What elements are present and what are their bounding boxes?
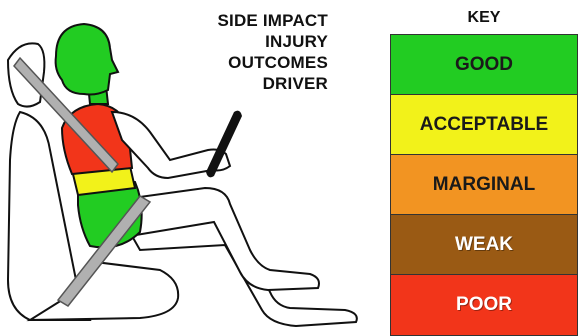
caption-line: SIDE IMPACT (150, 10, 328, 31)
key-swatch-weak: WEAK (391, 215, 577, 275)
key-swatch-marginal: MARGINAL (391, 155, 577, 215)
key-swatch-acceptable: ACCEPTABLE (391, 95, 577, 155)
key-swatch-good: GOOD (391, 35, 577, 95)
key-label: ACCEPTABLE (420, 114, 548, 136)
head-region (56, 24, 118, 95)
diagram-caption: SIDE IMPACT INJURY OUTCOMES DRIVER (150, 10, 328, 94)
key-label: WEAK (455, 234, 513, 256)
key-title: KEY (380, 9, 588, 27)
key-label: POOR (456, 294, 512, 316)
caption-line: DRIVER (150, 73, 328, 94)
key-swatch-poor: POOR (391, 275, 577, 335)
key-legend: GOOD ACCEPTABLE MARGINAL WEAK POOR (390, 34, 578, 336)
key-label: MARGINAL (433, 174, 535, 196)
key-label: GOOD (455, 54, 513, 76)
caption-line: OUTCOMES (150, 52, 328, 73)
caption-line: INJURY (150, 31, 328, 52)
